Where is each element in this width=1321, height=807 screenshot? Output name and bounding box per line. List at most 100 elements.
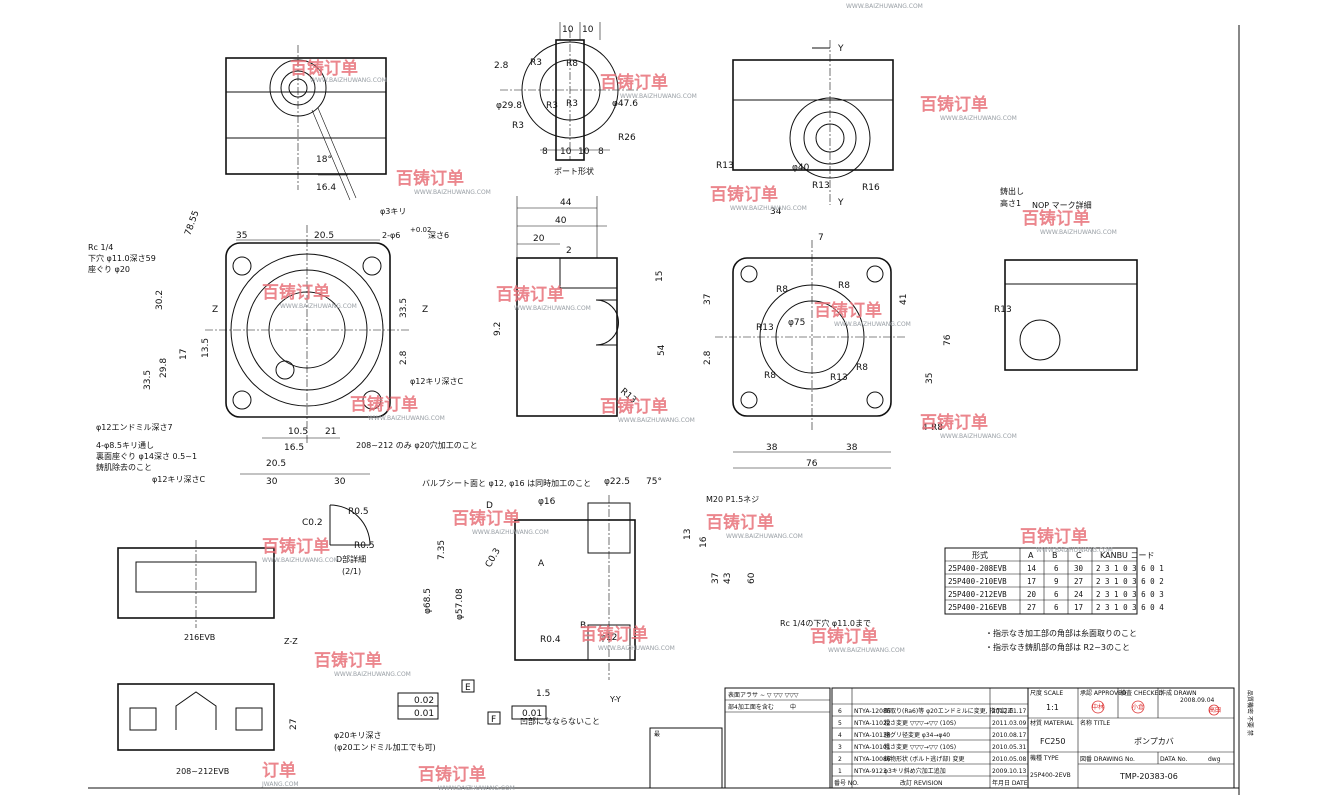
revision-date: 2010.05.31 <box>992 744 1027 751</box>
note-rc-bottom: Rc 1/4の下穴 φ11.0まで <box>780 618 871 628</box>
note-pin-hole: 2-φ6 <box>382 231 400 240</box>
roughness-table: 表面アラサ ∼ ▽ ▽▽ ▽▽▽ 部4加工面を含む 中 最 <box>649 687 831 789</box>
dim-z-left: Z <box>212 305 218 315</box>
data-value: dwg <box>1208 756 1221 763</box>
dim-r8: R8 <box>566 59 578 69</box>
revision-desc: 粗さ変更 ▽▽▽→▽▽ (10S) <box>884 743 956 751</box>
table-cell: 17 <box>1027 577 1036 586</box>
dim-r8-b: R8 <box>838 281 850 291</box>
revision-desc: 粗さ変更 ▽▽▽→▽▽ (10S) <box>884 719 956 727</box>
dim-1-5: 1.5 <box>536 689 550 699</box>
side-security-text: 品質機密 不要 禁 <box>1246 690 1254 736</box>
dim-41: 41 <box>899 294 909 305</box>
note-drill-3: φ3キリ <box>380 207 406 216</box>
material-value: FC250 <box>1040 737 1065 746</box>
dim-76: 76 <box>943 334 953 346</box>
dim-2-8-b: 2.8 <box>399 350 409 365</box>
svg-text:WWW.BAIZHUWANG.COM: WWW.BAIZHUWANG.COM <box>726 533 803 540</box>
approved-label: 承認 APPROVED <box>1080 689 1127 697</box>
detail-d: C0.2 R0.5 R0.5 D部詳細 (2/1) <box>302 504 375 576</box>
dim-75deg: 75° <box>646 477 662 487</box>
dim-17: 17 <box>179 349 189 360</box>
detail-d-scale: (2/1) <box>342 567 361 576</box>
dim-33-5-a: 33.5 <box>143 370 153 390</box>
svg-text:百铸订单: 百铸订单 <box>710 184 778 205</box>
svg-text:WWW.BAIZHUWANG.COM: WWW.BAIZHUWANG.COM <box>618 417 695 424</box>
revision-desc: 鋳物形状 (ボルト逃げ部) 変更 <box>884 755 965 763</box>
svg-text:WWW.BAIZHUWANG.COM: WWW.BAIZHUWANG.COM <box>828 647 905 654</box>
drawing-label: 図番 DRAWING No. <box>1080 756 1135 763</box>
label-208-212evb: 208~212EVB <box>176 767 229 776</box>
svg-text:WWW.BAIZHUWANG.COM: WWW.BAIZHUWANG.COM <box>262 557 339 564</box>
revision-footer-rev: 改訂 REVISION <box>900 779 943 787</box>
revision-no: 5 <box>838 720 842 727</box>
dim-33-5-b: 33.5 <box>399 298 409 318</box>
table-cell: 6 <box>1054 590 1059 599</box>
table-cell: 25P400-216EVB <box>948 603 1007 612</box>
data-label: DATA No. <box>1160 756 1187 763</box>
table-header-c: C <box>1076 551 1082 560</box>
dim-c0-2: C0.2 <box>302 518 323 528</box>
dim-40: 40 <box>555 216 567 226</box>
dim-29-8: 29.8 <box>159 358 169 378</box>
dim-13: 13 <box>683 529 693 540</box>
svg-text:WWW.BAIZHUWANG.COM: WWW.BAIZHUWANG.COM <box>1040 229 1117 236</box>
dim-phi47-6: φ47.6 <box>612 99 638 109</box>
dim-10-b: 10 <box>582 25 594 35</box>
material-label: 材質 MATERIAL <box>1030 719 1074 727</box>
note-general-1: ・指示なき加工部の角部は糸面取りのこと <box>985 628 1137 638</box>
revision-code: NTYA-10101 <box>854 744 891 751</box>
dim-z-right: Z <box>422 305 428 315</box>
dim-phi29-8: φ29.8 <box>496 101 522 111</box>
revision-desc: φ3キリ斜め穴加工追加 <box>884 767 946 775</box>
dim-d-label: D <box>486 501 493 511</box>
svg-text:百铸订单: 百铸订单 <box>1020 526 1088 547</box>
section-y-y: φ22.5 75° φ16 D 13 16 37 43 60 C0.3 A 7.… <box>397 477 757 725</box>
dim-30-a: 30 <box>266 477 278 487</box>
revision-code: NTYA-10086 <box>854 756 891 763</box>
svg-text:百铸订单: 百铸订单 <box>396 168 464 189</box>
dim-r8-d: R8 <box>856 363 868 373</box>
view-208-212evb: 27 208~212EVB <box>117 683 299 776</box>
dim-20: 20 <box>533 234 545 244</box>
dim-phi16: φ16 <box>538 497 556 507</box>
table-header-a: A <box>1028 551 1034 560</box>
type-value: 25P400-2EVB <box>1030 772 1071 779</box>
dim-r3-a: R3 <box>530 58 542 68</box>
table-cell: 6 <box>1054 603 1059 612</box>
note-general-2: ・指示なき鋳肌部の角部は R2~3のこと <box>985 642 1130 652</box>
dim-15: 15 <box>655 271 665 282</box>
table-cell: 20 <box>1027 590 1037 599</box>
dim-34: 34 <box>770 207 782 217</box>
dim-r13-e: R13 <box>830 373 848 383</box>
table-cell: 27 <box>1074 577 1083 586</box>
drawn-stamp-icon <box>1208 704 1220 716</box>
view-216evb: 216EVB Z-Z <box>117 540 298 646</box>
revision-footer-no: 番号 NO. <box>834 780 859 787</box>
dim-r0-5-a: R0.5 <box>348 507 369 517</box>
table-header-b: B <box>1052 551 1058 560</box>
dim-r3-c: R3 <box>566 99 578 109</box>
top-left-view: 16.4 18° <box>225 45 387 201</box>
approved-stamp-icon <box>1091 700 1105 714</box>
port-shape-label: ポート形状 <box>554 166 594 176</box>
svg-text:WWW.BAIZHUWANG.COM: WWW.BAIZHUWANG.COM <box>368 415 445 422</box>
svg-text:百铸订单: 百铸订单 <box>262 282 330 303</box>
svg-text:WWW.BAIZHUWANG.COM: WWW.BAIZHUWANG.COM <box>280 303 357 310</box>
dim-10-5: 10.5 <box>288 427 308 437</box>
far-right-view: R13 <box>994 259 1138 371</box>
dim-21: 21 <box>325 427 336 437</box>
dim-13-5: 13.5 <box>201 338 211 358</box>
table-cell: 25P400-208EVB <box>948 564 1007 573</box>
port-shape-view: 10 10 R3 R8 R3 R3 R3 φ29.8 φ47.6 R26 2.8… <box>494 22 640 176</box>
front-view-right: 7 R8 R8 R13 φ75 R8 R13 R8 37 41 2.8 35 7… <box>703 233 953 469</box>
svg-text:百铸订单: 百铸订单 <box>920 94 988 115</box>
dim-r16: R16 <box>862 183 880 193</box>
